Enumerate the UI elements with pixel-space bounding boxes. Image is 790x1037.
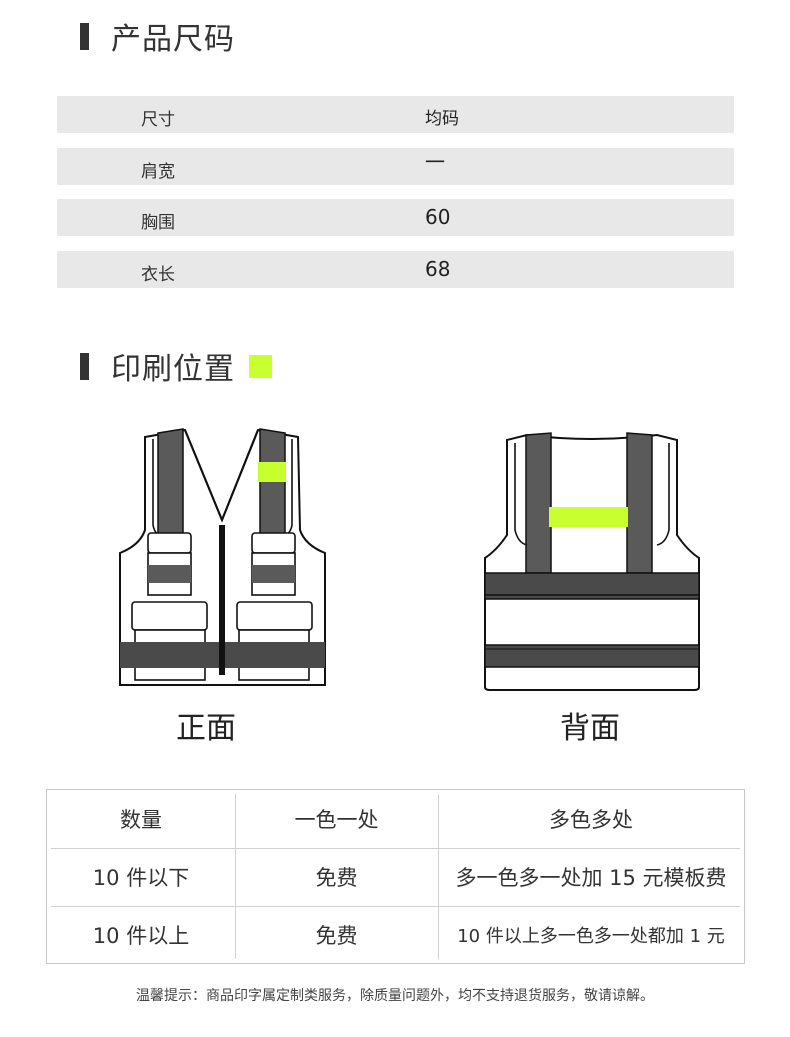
vest-front-illustration <box>119 428 326 686</box>
fee-table: 数量 一色一处 多色多处 10 件以下 免费 多一色多一处加 15 元模板费 1… <box>46 789 745 964</box>
back-print-area <box>549 507 628 527</box>
size-row: 肩宽 一 <box>57 148 734 185</box>
table-divider <box>51 906 740 907</box>
size-row-value: 60 <box>425 205 451 229</box>
size-row: 衣长 68 <box>57 251 734 288</box>
size-section-title: 产品尺码 <box>80 16 235 57</box>
size-row: 胸围 60 <box>57 199 734 236</box>
size-row-label: 衣长 <box>141 265 175 285</box>
table-cell: 10 件以上 <box>92 924 190 948</box>
table-cell: 10 件以下 <box>92 866 190 890</box>
table-cell: 免费 <box>315 866 358 890</box>
table-header-cell: 多色多处 <box>549 808 633 832</box>
vest-back-illustration <box>484 432 700 691</box>
size-row-value: 68 <box>425 257 451 281</box>
title-bar-marker <box>80 22 89 50</box>
size-section-title-text: 产品尺码 <box>111 22 235 57</box>
table-divider <box>438 794 439 959</box>
table-divider <box>51 848 740 849</box>
title-bar-marker <box>80 352 89 380</box>
size-row-label: 胸围 <box>141 213 175 233</box>
table-cell: 多一色多一处加 15 元模板费 <box>455 866 727 890</box>
front-print-area <box>258 462 286 482</box>
size-row-value: 均码 <box>425 109 459 129</box>
front-caption: 正面 <box>176 711 236 746</box>
size-row-label: 肩宽 <box>141 162 175 182</box>
table-header-cell: 一色一处 <box>294 808 379 832</box>
print-section-title: 印刷位置 <box>80 346 272 387</box>
print-section-title-text: 印刷位置 <box>111 352 235 387</box>
notice-text: 温馨提示：商品印字属定制类服务，除质量问题外，均不支持退货服务，敬请谅解。 <box>136 988 654 1004</box>
table-cell: 免费 <box>315 924 358 948</box>
table-divider <box>235 794 236 959</box>
table-cell: 10 件以上多一色多一处都加 1 元 <box>457 926 725 947</box>
size-row-value: 一 <box>425 150 445 174</box>
size-row-label: 尺寸 <box>141 110 175 130</box>
size-row: 尺寸 均码 <box>57 96 734 133</box>
back-caption: 背面 <box>560 711 620 746</box>
table-header-cell: 数量 <box>120 808 162 832</box>
print-color-swatch <box>249 354 272 378</box>
